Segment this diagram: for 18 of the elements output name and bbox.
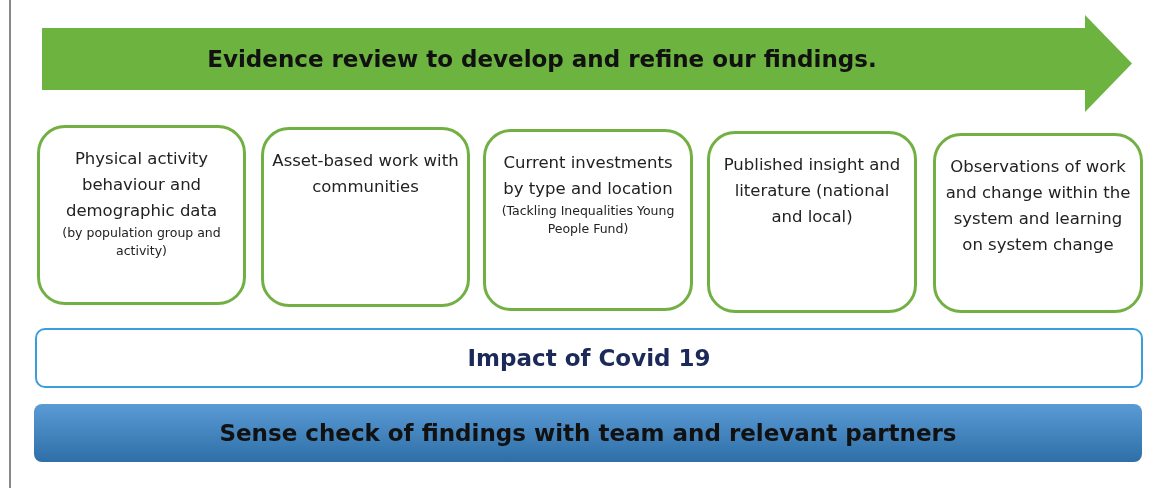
impact-band (35, 328, 1143, 388)
node-text: Sense check of findings with team and relevant partners (219, 420, 957, 446)
category-card (707, 131, 917, 313)
node-text: Asset-based work with communities (272, 150, 459, 198)
node-text: Current investments by type and location (502, 152, 674, 200)
note-text: (Tackling Inequalities Young People Fund) (500, 202, 676, 238)
category-card (261, 127, 470, 307)
category-card (933, 133, 1143, 313)
arrow-banner (42, 15, 1132, 112)
node-text: Physical activity behaviour and demographic data (64, 148, 219, 222)
node-text: Impact of Covid 19 (467, 345, 711, 371)
node-text: Published insight and literature (national and local) (722, 154, 902, 228)
note-text: (by population group and activity) (61, 224, 222, 260)
node-text: Observations of work and change within the system and learning on system change (944, 156, 1132, 256)
category-card (37, 125, 246, 305)
node-text: Evidence review to develop and refine our findings. (207, 45, 877, 72)
category-card (483, 129, 693, 311)
summary-bar (34, 404, 1142, 462)
